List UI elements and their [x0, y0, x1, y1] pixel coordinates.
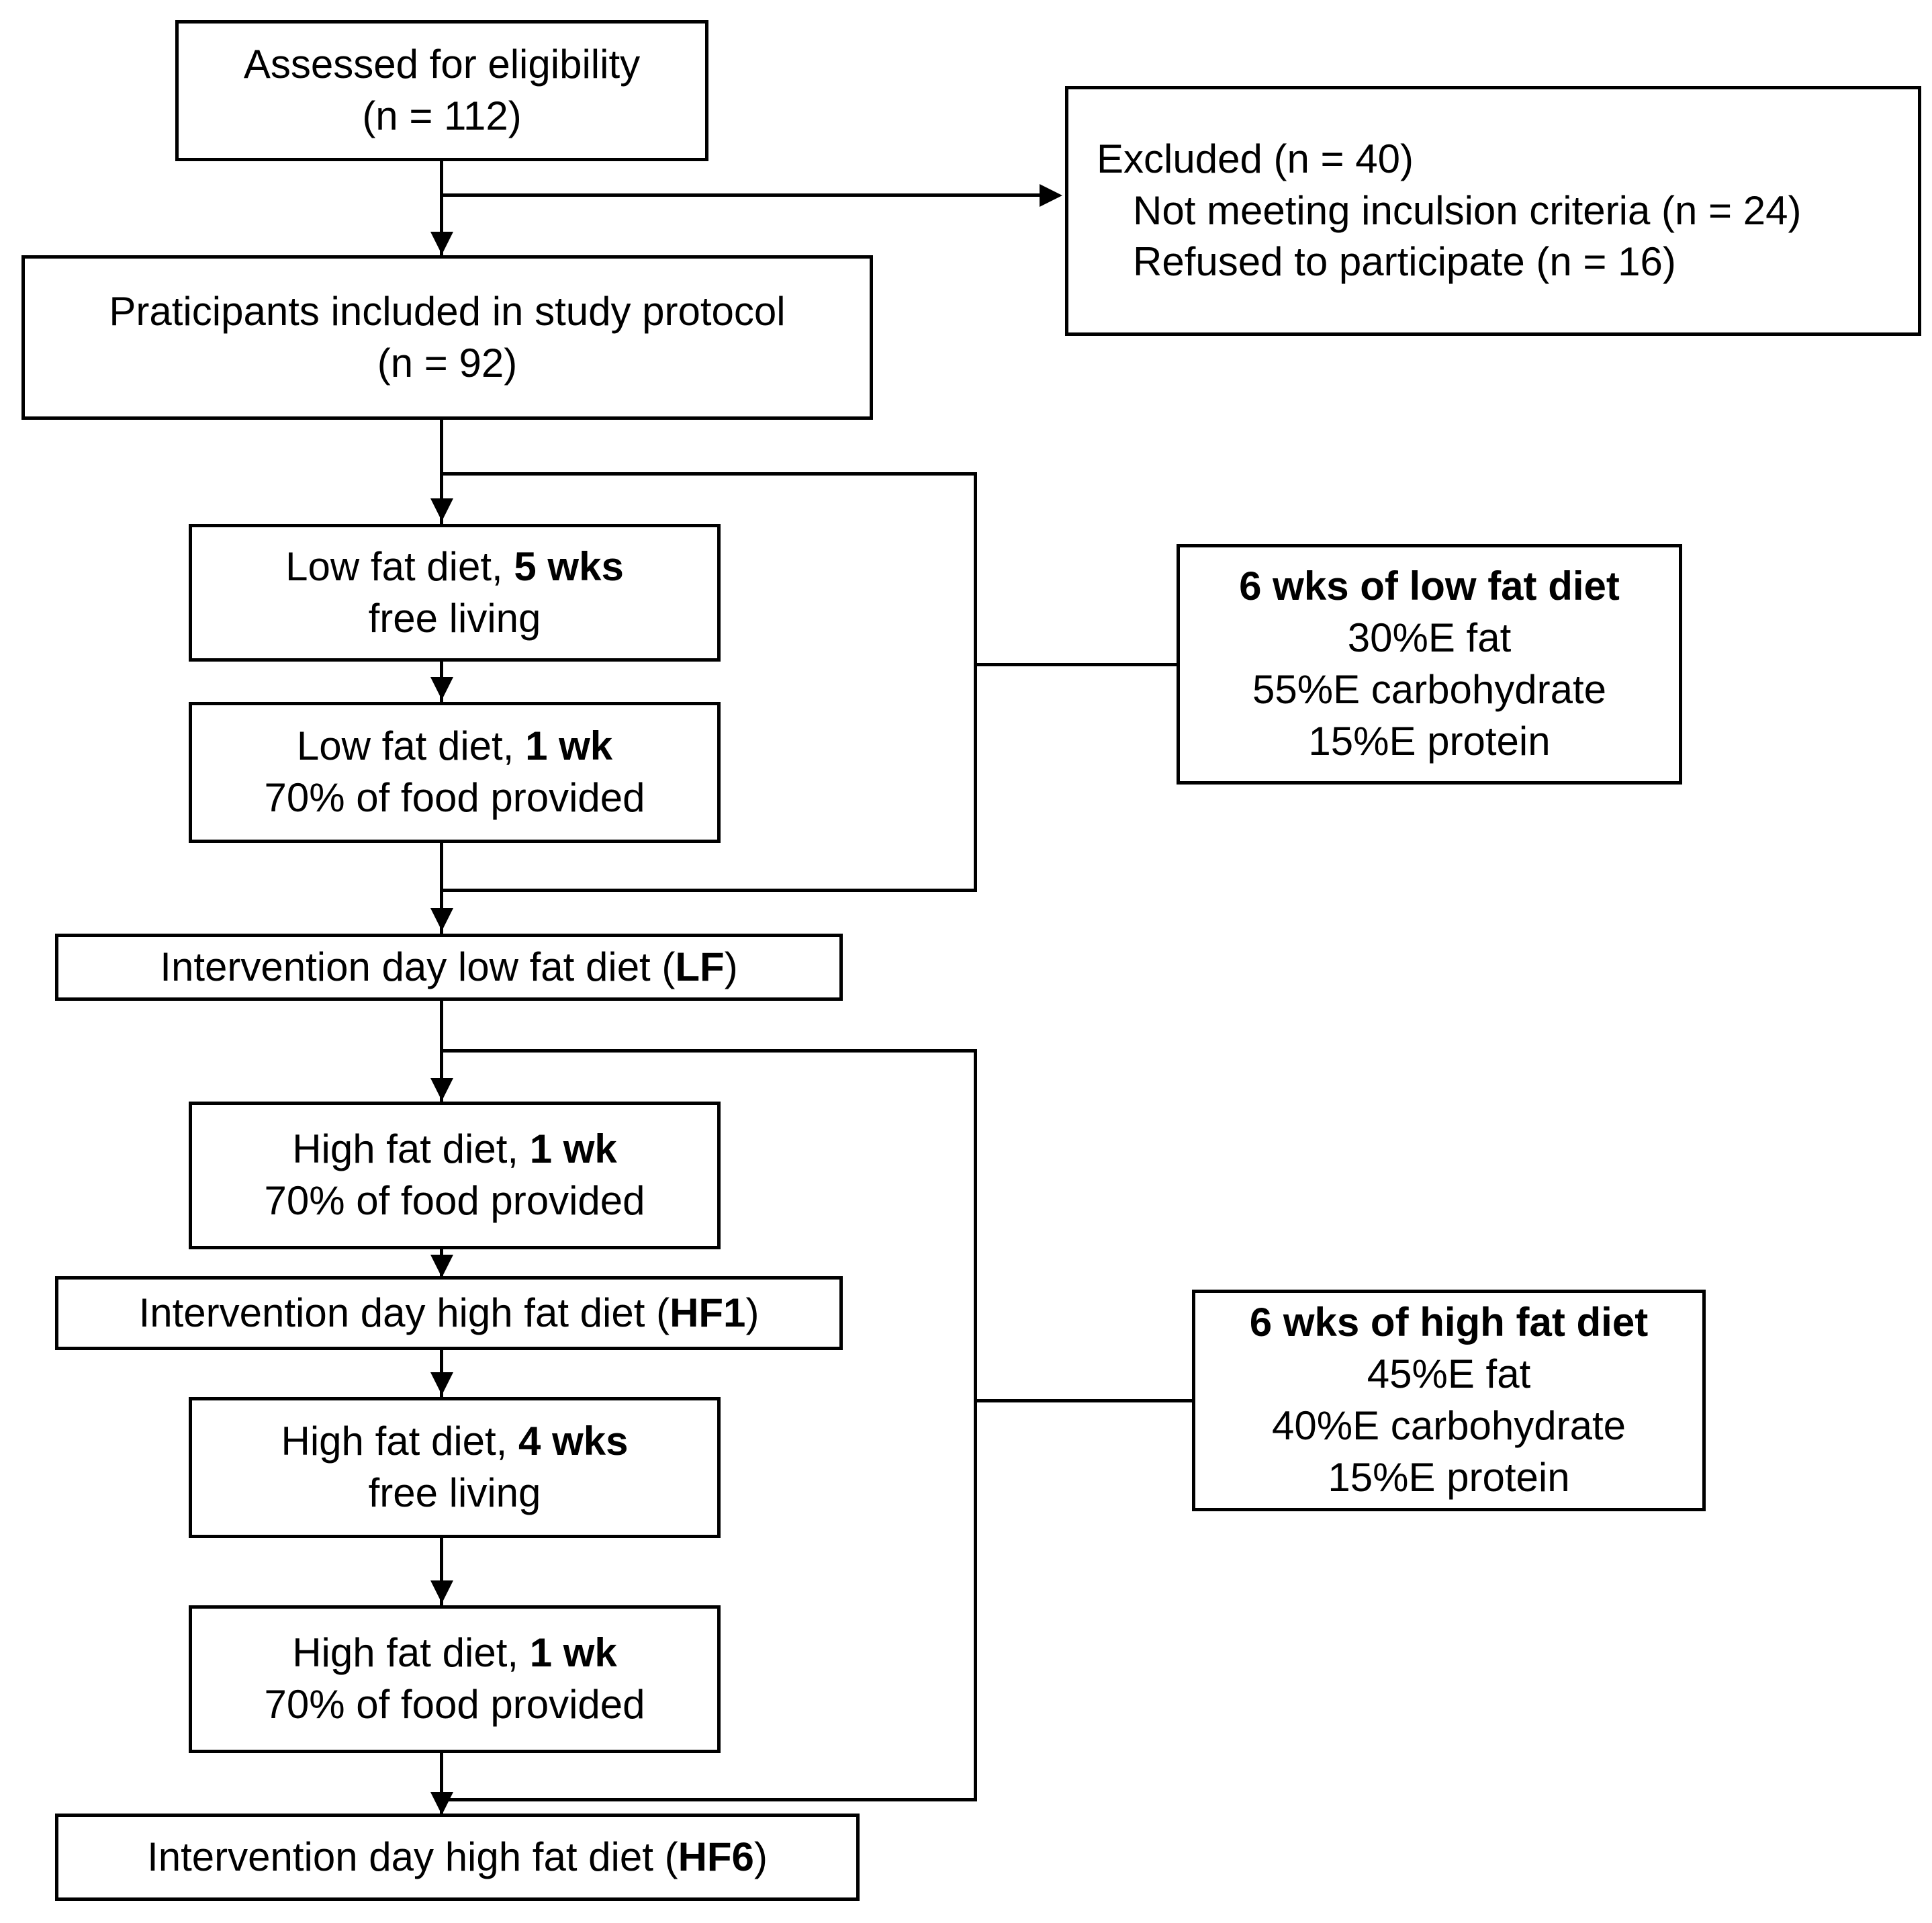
node-lowfat-5wks-free-living: Low fat diet, 5 wks free living	[189, 524, 721, 662]
node-assessed-for-eligibility: Assessed for eligibility (n = 112)	[175, 20, 708, 161]
node-highfat-4wks-free-living: High fat diet, 4 wks free living	[189, 1397, 721, 1538]
highfat-comp-line-4: 15%E protein	[1328, 1454, 1570, 1500]
lowfat5-line-2: free living	[368, 595, 541, 641]
highfat1b-line1-pre: High fat diet,	[292, 1630, 530, 1676]
highfat-comp-line-3: 40%E carbohydrate	[1272, 1403, 1626, 1448]
intervention-hf1-post: )	[745, 1290, 760, 1335]
lowfat1-line-1: Low fat diet, 1 wk	[297, 721, 612, 772]
node-lowfat-1wk-food-provided: Low fat diet, 1 wk 70% of food provided	[189, 702, 721, 843]
arrowhead-to-excluded	[1040, 184, 1062, 207]
bracket-highfat-top	[440, 1049, 977, 1053]
excluded-line-1: Excluded (n = 40)	[1097, 136, 1414, 181]
participants-line-1: Praticipants included in study protocol	[109, 288, 786, 334]
connector-highfat1b-to-hf6	[440, 1753, 443, 1820]
intervention-lf-pre: Intervention day low fat diet (	[160, 944, 676, 989]
highfat1-line-2: 70% of food provided	[264, 1178, 645, 1223]
node-participants-included: Praticipants included in study protocol …	[21, 255, 873, 420]
arrowhead-to-lowfat5	[430, 498, 453, 521]
lowfat-comp-line-4: 15%E protein	[1308, 718, 1551, 764]
lowfat5-line1-pre: Low fat diet,	[285, 543, 514, 589]
excluded-line-2: Not meeting inculsion criteria (n = 24)	[1133, 187, 1802, 233]
arrowhead-to-lf	[430, 908, 453, 931]
node-highfat-1wk-food-provided-first: High fat diet, 1 wk 70% of food provided	[189, 1102, 721, 1249]
node-intervention-day-lf: Intervention day low fat diet (LF)	[55, 934, 843, 1001]
connector-lowfat1-to-lf	[440, 843, 443, 937]
arrowhead-to-highfat1	[430, 1078, 453, 1101]
connector-highfat-to-composition	[974, 1399, 1195, 1402]
node-lowfat-composition: 6 wks of low fat diet 30%E fat 55%E carb…	[1177, 544, 1682, 785]
assessed-line-2: (n = 112)	[362, 93, 522, 138]
bracket-lowfat-top	[440, 472, 977, 476]
arrowhead-to-lowfat1	[430, 677, 453, 700]
highfat1b-line1-strong: 1 wk	[529, 1630, 617, 1676]
intervention-hf1-pre: Intervention day high fat diet (	[138, 1290, 670, 1335]
node-intervention-day-hf6: Intervention day high fat diet (HF6)	[55, 1814, 860, 1901]
bracket-highfat-spine	[974, 1049, 977, 1801]
intervention-hf1-text: Intervention day high fat diet (HF1)	[139, 1288, 760, 1339]
highfat4-line1-pre: High fat diet,	[281, 1419, 519, 1464]
intervention-lf-code: LF	[675, 944, 725, 989]
arrowhead-to-highfat1b	[430, 1580, 453, 1603]
highfat4-line-2: free living	[368, 1470, 541, 1515]
lowfat-comp-line-3: 55%E carbohydrate	[1252, 667, 1606, 712]
connector-lowfat-to-composition	[974, 663, 1180, 666]
node-highfat-composition: 6 wks of high fat diet 45%E fat 40%E car…	[1192, 1290, 1706, 1511]
lowfat-comp-title: 6 wks of low fat diet	[1239, 564, 1620, 609]
highfat1b-line-2: 70% of food provided	[264, 1682, 645, 1727]
arrowhead-to-hf6	[430, 1792, 453, 1815]
highfat-comp-line-2: 45%E fat	[1367, 1351, 1531, 1397]
intervention-hf6-pre: Intervention day high fat diet (	[147, 1834, 678, 1879]
connector-assessed-to-excluded	[440, 193, 1041, 197]
node-intervention-day-hf1: Intervention day high fat diet (HF1)	[55, 1276, 843, 1350]
highfat1b-line-1: High fat diet, 1 wk	[292, 1627, 617, 1679]
bracket-lowfat-spine	[974, 472, 977, 892]
connector-lf-to-highfat1	[440, 1001, 443, 1108]
connector-assessed-to-participants	[440, 161, 443, 259]
highfat4-line-1: High fat diet, 4 wks	[281, 1416, 629, 1468]
highfat1-line-1: High fat diet, 1 wk	[292, 1124, 617, 1175]
node-excluded: Excluded (n = 40) Not meeting inculsion …	[1065, 86, 1921, 336]
intervention-lf-post: )	[724, 944, 738, 989]
node-highfat-1wk-food-provided-second: High fat diet, 1 wk 70% of food provided	[189, 1605, 721, 1753]
connector-highfat4-to-highfat1b	[440, 1538, 443, 1609]
arrowhead-to-highfat4	[430, 1372, 453, 1395]
bracket-lowfat-bottom	[440, 889, 977, 892]
assessed-line-1: Assessed for eligibility	[243, 42, 641, 87]
excluded-line-3: Refused to participate (n = 16)	[1133, 239, 1676, 285]
arrowhead-to-participants	[430, 232, 453, 255]
lowfat1-line1-strong: 1 wk	[525, 723, 613, 769]
participants-line-2: (n = 92)	[377, 340, 518, 386]
highfat4-line1-strong: 4 wks	[518, 1419, 629, 1464]
lowfat5-line-1: Low fat diet, 5 wks	[285, 541, 624, 593]
highfat1-line1-strong: 1 wk	[529, 1126, 617, 1172]
intervention-hf6-code: HF6	[678, 1834, 754, 1879]
lowfat5-line1-strong: 5 wks	[514, 543, 624, 589]
highfat1-line1-pre: High fat diet,	[292, 1126, 530, 1172]
lowfat1-line1-pre: Low fat diet,	[296, 723, 526, 769]
lowfat1-line-2: 70% of food provided	[264, 775, 645, 820]
highfat-comp-title: 6 wks of high fat diet	[1249, 1300, 1649, 1345]
intervention-lf-text: Intervention day low fat diet (LF)	[160, 942, 737, 993]
intervention-hf6-post: )	[753, 1834, 768, 1879]
lowfat-comp-line-2: 30%E fat	[1347, 615, 1512, 661]
highfat-comp-line-1: 6 wks of high fat diet	[1250, 1297, 1648, 1349]
arrowhead-to-hf1	[430, 1255, 453, 1278]
intervention-hf1-code: HF1	[670, 1290, 746, 1335]
intervention-hf6-text: Intervention day high fat diet (HF6)	[147, 1832, 768, 1883]
bracket-highfat-bottom	[440, 1798, 977, 1801]
lowfat-comp-line-1: 6 wks of low fat diet	[1239, 561, 1620, 613]
